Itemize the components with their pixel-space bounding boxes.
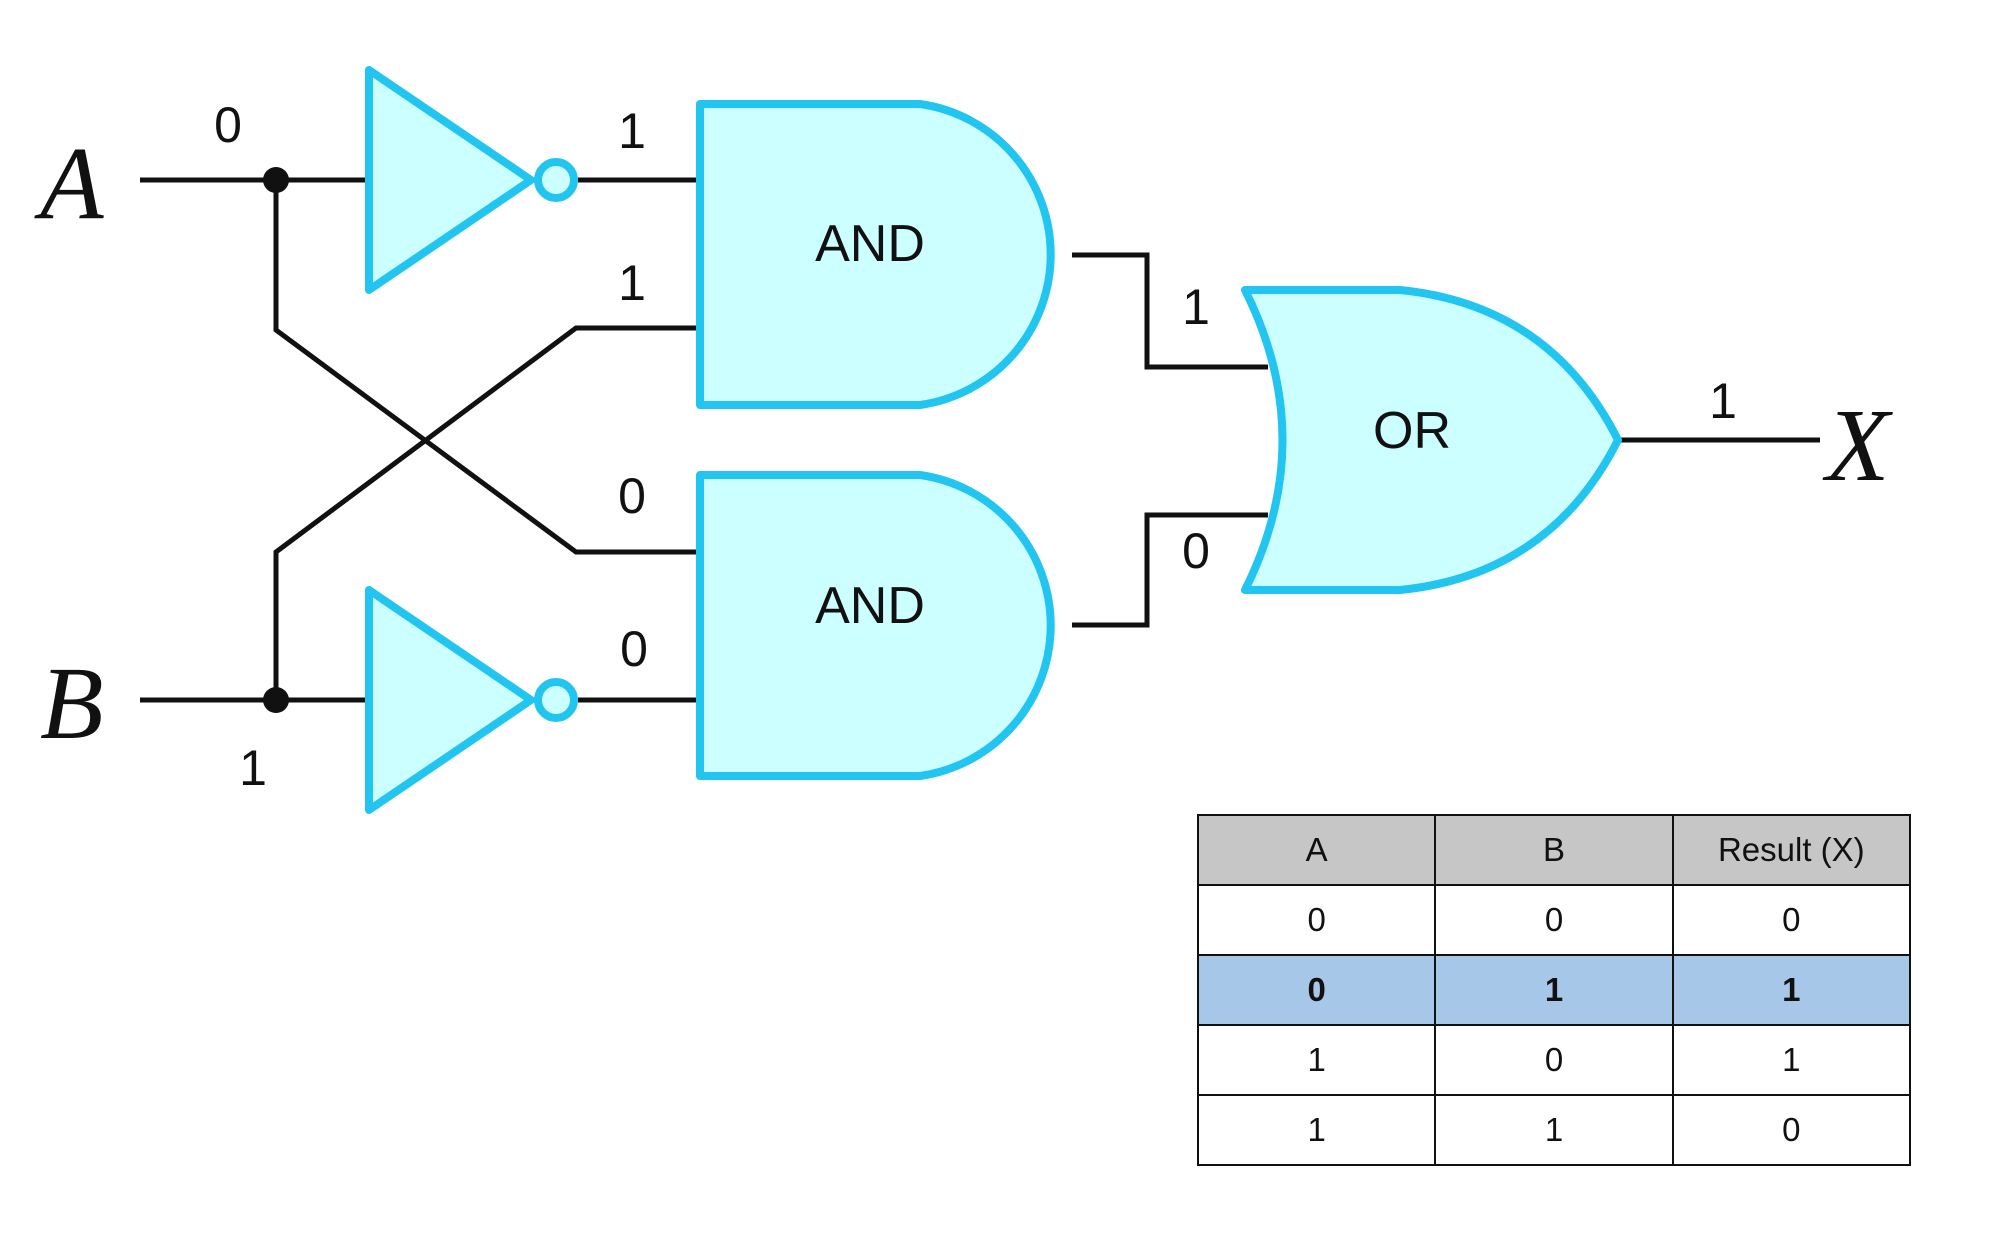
not-gate-b-body [365, 586, 535, 814]
not-gate-b [365, 586, 578, 814]
and-gate-top [696, 100, 1055, 409]
not-gate-a-bubble [534, 158, 578, 202]
and-gate-bottom [696, 471, 1055, 780]
truth-table-cell-b: 0 [1434, 1024, 1674, 1096]
output-x-label: X [1822, 388, 1893, 503]
truth-table-row: 0 0 0 [1196, 884, 1912, 956]
not-gate-a [365, 66, 578, 294]
signal-not-a-output: 1 [618, 103, 646, 159]
truth-table-cell-b: 1 [1434, 1094, 1674, 1166]
truth-table-cell-result: 0 [1671, 884, 1912, 956]
truth-table-header-a: A [1196, 814, 1437, 886]
truth-table-cell-b: 1 [1434, 954, 1674, 1026]
truth-table-header-row: A B Result (X) [1196, 814, 1912, 886]
wire-and-bottom-out [1072, 512, 1268, 628]
signal-and-top-output: 1 [1182, 279, 1210, 335]
junction-dot-b [263, 687, 289, 713]
truth-table-cell-result: 1 [1671, 954, 1912, 1026]
not-gate-a-body [365, 66, 535, 294]
not-gate-b-bubble [534, 678, 578, 722]
input-a-label: A [34, 126, 104, 241]
signal-b-input: 1 [239, 740, 267, 796]
truth-table-row-highlighted: 0 1 1 [1196, 954, 1912, 1026]
truth-table-row: 1 1 0 [1196, 1094, 1912, 1166]
truth-table-cell-a: 0 [1196, 884, 1437, 956]
signal-not-b-output: 0 [620, 621, 648, 677]
signal-and-top-input-2: 1 [618, 255, 646, 311]
truth-table: A B Result (X) 0 0 0 0 1 1 1 0 1 1 1 0 [1196, 814, 1912, 1166]
truth-table-cell-a: 1 [1196, 1024, 1437, 1096]
truth-table-row: 1 0 1 [1196, 1024, 1912, 1096]
truth-table-header-result: Result (X) [1671, 814, 1912, 886]
input-b-label: B [40, 646, 104, 761]
wire-b-cross [273, 325, 703, 700]
signal-a-input: 0 [214, 97, 242, 153]
signal-x-output: 1 [1709, 373, 1737, 429]
or-gate-label: OR [1373, 402, 1451, 460]
and-gate-bottom-label: AND [815, 577, 925, 635]
wires [140, 177, 1820, 703]
signal-and-bottom-output: 0 [1182, 523, 1210, 579]
junction-dot-a [263, 167, 289, 193]
or-gate [1241, 286, 1622, 594]
truth-table-cell-b: 0 [1434, 884, 1674, 956]
truth-table-cell-a: 0 [1196, 954, 1437, 1026]
truth-table-cell-a: 1 [1196, 1094, 1437, 1166]
and-gate-top-label: AND [815, 215, 925, 273]
truth-table-cell-result: 1 [1671, 1024, 1912, 1096]
signal-and-bottom-input-1: 0 [618, 468, 646, 524]
truth-table-header-b: B [1434, 814, 1674, 886]
wire-and-top-out [1072, 252, 1268, 370]
truth-table-cell-result: 0 [1671, 1094, 1912, 1166]
